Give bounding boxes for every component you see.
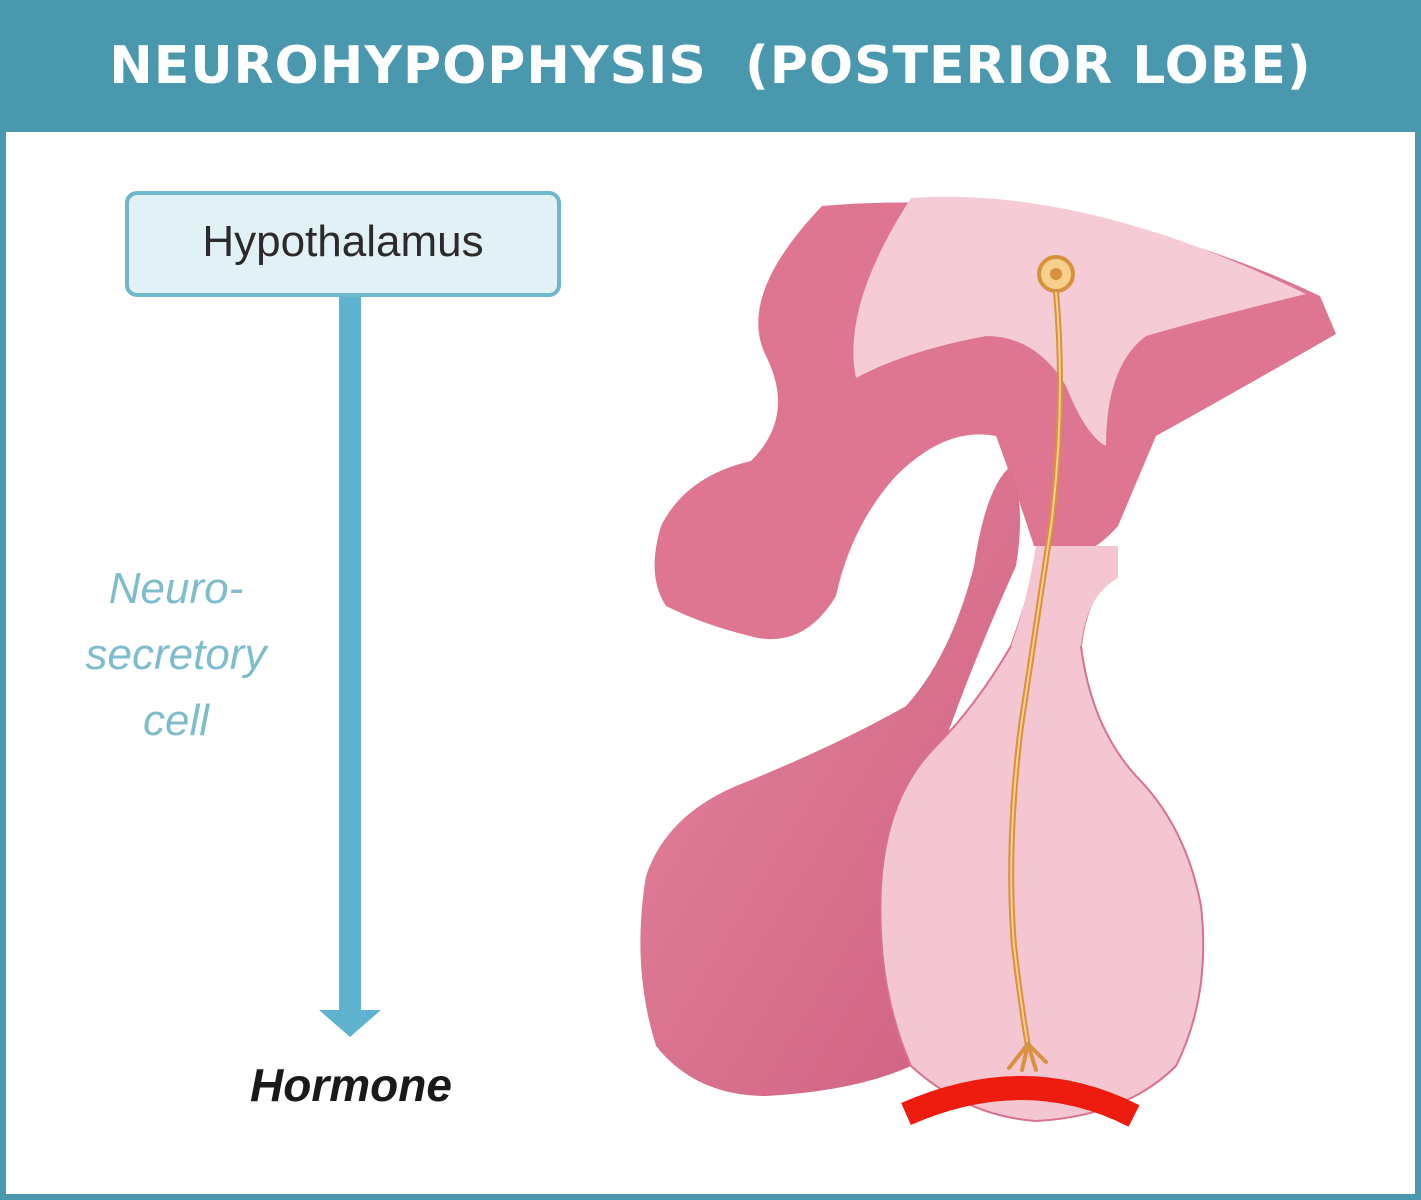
hypothalamus-box: Hypothalamus (125, 191, 561, 297)
pituitary-illustration (640, 196, 1336, 1127)
neurosecretory-label-line-3: cell (142, 696, 210, 745)
neuron-nucleus (1050, 268, 1062, 280)
page-title: NEUROHYPOPHYSIS (POSTERIOR LOBE) (109, 36, 1312, 96)
infundibulum-stalk (1011, 546, 1118, 646)
header-bar: NEUROHYPOPHYSIS (POSTERIOR LOBE) (6, 6, 1415, 132)
posterior-lobe (879, 544, 1205, 1123)
hypothalamus-light-region (853, 196, 1306, 446)
hormone-label: Hormone (250, 1059, 452, 1111)
hypothalamus-label: Hypothalamus (202, 217, 484, 266)
neurosecretory-label-line-2: secretory (85, 630, 267, 679)
flow-arrow (319, 297, 381, 1037)
anterior-lobe (640, 466, 1020, 1096)
neuron-axon-core (1010, 291, 1061, 1047)
axon-terminal (1007, 1042, 1048, 1072)
neurosecretory-cell-label: Neuro- secretory cell (46, 556, 306, 754)
arrow-head (319, 1010, 381, 1037)
arrow-shaft (339, 297, 361, 1012)
blood-vessel (901, 1076, 1140, 1127)
neurosecretory-label-line-1: Neuro- (108, 564, 244, 613)
